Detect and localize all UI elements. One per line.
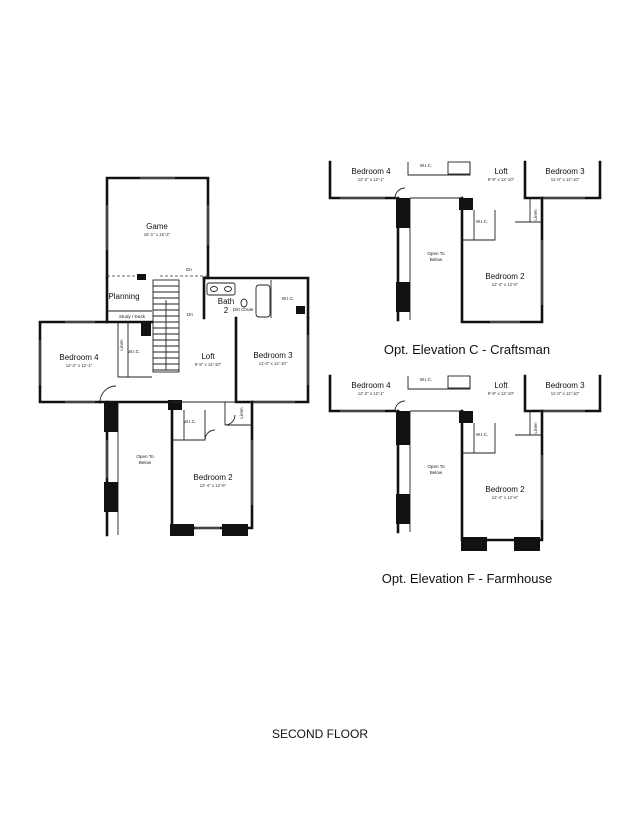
- bath-block: Bath 2 Dirt Chute W.I.C.: [202, 276, 310, 320]
- game-label: Game: [146, 222, 168, 231]
- elev-c-bedroom4-dims: 12'-2" x 12'-1": [358, 177, 385, 182]
- loft: Loft 9'-9" x 12'-10": [195, 352, 222, 367]
- elev-f-open-1: Open To: [427, 464, 445, 469]
- elev-c-loft-label: Loft: [494, 167, 508, 176]
- elev-f-loft-dims: 9'-9" x 12'-10": [488, 391, 515, 396]
- elev-c-bedroom2-dims: 12'-4" x 12'-6": [492, 282, 519, 287]
- elev-f-bedroom4-dims: 12'-2" x 12'-1": [358, 391, 385, 396]
- game-stair-dn: Dn: [186, 267, 192, 272]
- open-below-label-2: Below: [139, 460, 152, 465]
- elev-f-caption: Opt. Elevation F - Farmhouse: [382, 571, 553, 586]
- open-below-label-1: Open To: [136, 454, 154, 459]
- study-desk-label: Study / Desk: [119, 314, 146, 319]
- bedroom4-wic: W.I.C.: [128, 349, 141, 354]
- planning-label: Planning: [108, 292, 139, 301]
- game-room: Game 16'-1" x 15'-2" Dn: [105, 176, 210, 280]
- elev-c-linen: Linen: [533, 209, 538, 221]
- planning-area: Planning Study / Desk: [105, 276, 152, 324]
- elevation-c-plan: Bedroom 4 12'-2" x 12'-1" W.I.C. Loft 9'…: [328, 160, 602, 357]
- bath-wic-label: W.I.C.: [282, 296, 295, 301]
- elevation-f-plan: Bedroom 4 12'-2" x 12'-1" W.I.C. Loft 9'…: [328, 374, 602, 586]
- dirt-chute-label: Dirt Chute: [233, 307, 254, 312]
- elev-f-wic-top: W.I.C.: [420, 377, 433, 382]
- bath-label: Bath: [218, 297, 234, 306]
- bedroom2-dims: 12'-4" x 12'-6": [200, 483, 227, 488]
- stairs: Dn: [152, 279, 193, 373]
- bath-number: 2: [224, 306, 229, 315]
- loft-dims: 9'-9" x 12'-10": [195, 362, 222, 367]
- elev-c-open-1: Open To: [427, 251, 445, 256]
- elev-c-open-2: Below: [430, 257, 443, 262]
- elev-f-loft-label: Loft: [494, 381, 508, 390]
- elev-f-wic: W.I.C.: [476, 432, 489, 437]
- elev-f-bedroom3-dims: 11'-0" x 12'-10": [551, 391, 580, 396]
- open-to-below: Open To Below: [104, 400, 154, 537]
- bedroom4-linen: Linen: [119, 339, 124, 351]
- elev-f-bedroom2-label: Bedroom 2: [485, 485, 525, 494]
- stair-dn-label: Dn: [187, 312, 193, 317]
- elev-f-bedroom4-label: Bedroom 4: [351, 381, 391, 390]
- bedroom-4: Bedroom 4 12'-2" x 12'-1" W.I.C. Linen: [38, 320, 154, 404]
- loft-label: Loft: [201, 352, 215, 361]
- bedroom2-label: Bedroom 2: [193, 473, 233, 482]
- bedroom4-dims: 12'-2" x 12'-1": [66, 363, 93, 368]
- elev-f-bedroom3-label: Bedroom 3: [545, 381, 585, 390]
- elev-c-bedroom2-label: Bedroom 2: [485, 272, 525, 281]
- bedroom-2: W.I.C. Linen Bedroom 2 12'-4" x 12'-6": [168, 400, 254, 536]
- elev-c-bedroom4-label: Bedroom 4: [351, 167, 391, 176]
- elev-c-wic: W.I.C.: [476, 219, 489, 224]
- bedroom3-label: Bedroom 3: [253, 351, 293, 360]
- bedroom-3: Bedroom 3 11'-0" x 12'-10": [234, 316, 310, 404]
- page-title: SECOND FLOOR: [272, 727, 368, 741]
- elev-f-open-2: Below: [430, 470, 443, 475]
- elev-c-wic-top: W.I.C.: [420, 163, 433, 168]
- bedroom3-dims: 11'-0" x 12'-10": [259, 361, 288, 366]
- elev-c-loft-dims: 9'-9" x 12'-10": [488, 177, 515, 182]
- game-dims: 16'-1" x 15'-2": [144, 232, 171, 237]
- elev-f-bedroom2-dims: 12'-4" x 12'-6": [492, 495, 519, 500]
- elev-f-linen: Linen: [533, 422, 538, 434]
- bedroom4-label: Bedroom 4: [59, 353, 99, 362]
- elev-c-bedroom3-dims: 11'-0" x 12'-10": [551, 177, 580, 182]
- bedroom2-linen: Linen: [239, 407, 244, 419]
- bedroom2-wic: W.I.C.: [184, 419, 197, 424]
- elev-c-caption: Opt. Elevation C - Craftsman: [384, 342, 550, 357]
- main-floor-plan: Game 16'-1" x 15'-2" Dn Planning Study /…: [38, 176, 310, 537]
- elev-c-bedroom3-label: Bedroom 3: [545, 167, 585, 176]
